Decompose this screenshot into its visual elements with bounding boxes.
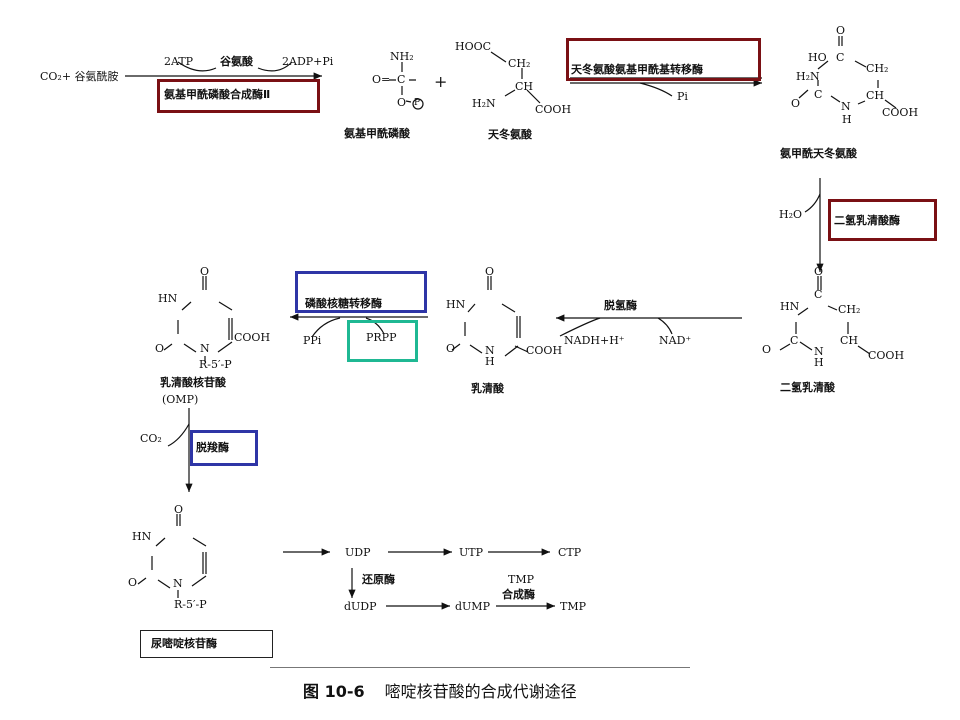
dho-n: N xyxy=(814,345,824,358)
ump-o-top: O xyxy=(174,503,184,516)
dho-c: C xyxy=(790,334,799,347)
step5-ppi: PPi xyxy=(303,334,322,347)
figure-caption: 图 10-6 嘧啶核苷酸的合成代谢途径 xyxy=(303,678,577,702)
tmp-label: TMP xyxy=(560,600,587,613)
enzyme-dehydrogenase: 脱氢酶 xyxy=(604,299,637,312)
ca-ho: HO xyxy=(808,51,827,64)
tmp-synthase-label-top: TMP xyxy=(508,573,535,586)
ca-c: C xyxy=(836,51,845,64)
glutamate-label: 谷氨酸 xyxy=(220,55,253,68)
dho-c-top: C xyxy=(814,288,823,301)
step4-nad: NAD⁺ xyxy=(659,334,692,347)
ump-r: R-5′-P xyxy=(174,598,207,611)
prpp-box xyxy=(347,320,418,362)
ump-hn: HN xyxy=(132,530,152,543)
ca-n: N xyxy=(841,100,851,113)
ca-h2n: H₂N xyxy=(796,70,820,83)
ca-cooh: COOH xyxy=(882,106,919,119)
carbamoyl-aspartate-name: 氨甲酰天冬氨酸 xyxy=(780,147,857,160)
adp-label: 2ADP+Pi xyxy=(282,55,334,68)
asp-hooc: HOOC xyxy=(455,40,492,53)
udp-label: UDP xyxy=(345,546,371,559)
enzyme-cps2: 氨基甲酰磷酸合成酶Ⅱ xyxy=(164,88,271,101)
enzyme-dihydroorotase: 二氢乳清酸酶 xyxy=(834,214,900,227)
asp-ch2: CH₂ xyxy=(508,57,531,70)
omp-o-top: O xyxy=(200,265,210,278)
cp-o: O= xyxy=(372,73,391,86)
step4-nadh: NADH+H⁺ xyxy=(564,334,625,347)
dho-ch: CH xyxy=(840,334,859,347)
asp-ch: CH xyxy=(515,80,534,93)
enzyme-box-cps2 xyxy=(157,79,320,113)
atp-label: 2ATP xyxy=(164,55,194,68)
step5-prpp: PRPP xyxy=(366,331,397,344)
utp-label: UTP xyxy=(459,546,484,559)
dho-o-top: O xyxy=(814,265,824,278)
omp-cooh: COOH xyxy=(234,331,271,344)
ump-name-box xyxy=(140,630,273,658)
asp-cooh: COOH xyxy=(535,103,572,116)
ca-ch2: CH₂ xyxy=(866,62,889,75)
dho-ch2: CH₂ xyxy=(838,303,861,316)
step3-water: H₂O xyxy=(779,208,803,221)
asp-h2n: H₂N xyxy=(472,97,496,110)
enzyme-box-decarboxylase xyxy=(190,430,258,466)
ca-o: O xyxy=(836,24,846,37)
orotate-name: 乳清酸 xyxy=(471,382,504,395)
reductase-label: 还原酶 xyxy=(362,573,395,586)
dho-hn: HN xyxy=(780,300,800,313)
ca-ch: CH xyxy=(866,89,885,102)
figure-title: 嘧啶核苷酸的合成代谢途径 xyxy=(384,682,577,701)
ump-o: O xyxy=(128,576,138,589)
dudp-label: dUDP xyxy=(344,600,377,613)
figure-number: 图 10-6 xyxy=(303,682,365,701)
caption-rule xyxy=(270,667,690,668)
oro-h: H xyxy=(485,355,495,368)
omp-abbr: (OMP) xyxy=(162,393,199,406)
enzyme-decarboxylase: 脱羧酶 xyxy=(196,441,229,454)
enzyme-box-atcase xyxy=(566,38,761,81)
ca-c2: C xyxy=(814,88,823,101)
step2-pi: Pi xyxy=(677,90,688,103)
ump-n: N xyxy=(173,577,183,590)
omp-n: N xyxy=(200,342,210,355)
ctp-label: CTP xyxy=(558,546,582,559)
dho-h: H xyxy=(814,356,824,369)
oro-n: N xyxy=(485,344,495,357)
cp-o2: O xyxy=(397,96,407,109)
oro-o-top: O xyxy=(485,265,495,278)
omp-o: O xyxy=(155,342,165,355)
oro-cooh: COOH xyxy=(526,344,563,357)
cp-phosphate: P xyxy=(414,98,421,108)
enzyme-atcase: 天冬氨酸氨基甲酰基转移酶 xyxy=(571,63,703,76)
oro-o: O xyxy=(446,342,456,355)
carbamoyl-phosphate-name: 氨基甲酰磷酸 xyxy=(344,127,410,140)
omp-r: R-5′-P xyxy=(199,358,232,371)
ca-h: H xyxy=(842,113,852,126)
omp-hn: HN xyxy=(158,292,178,305)
ca-o2: O xyxy=(791,97,801,110)
synthase-label: 合成酶 xyxy=(502,588,535,601)
oro-hn: HN xyxy=(446,298,466,311)
step1-substrates: CO₂+ 谷氨酰胺 xyxy=(40,70,119,83)
step6-co2: CO₂ xyxy=(140,432,162,445)
aspartate-name: 天冬氨酸 xyxy=(488,128,532,141)
cp-c: C xyxy=(397,73,406,86)
cp-nh2: NH₂ xyxy=(390,50,414,63)
enzyme-box-oprt xyxy=(295,271,427,313)
plus-sign: + xyxy=(434,72,448,91)
enzyme-oprt: 磷酸核糖转移酶 xyxy=(305,297,382,310)
dihydroorotate-name: 二氢乳清酸 xyxy=(780,381,835,394)
dho-cooh: COOH xyxy=(868,349,905,362)
dho-o: O xyxy=(762,343,772,356)
enzyme-box-dihydroorotase xyxy=(828,199,937,241)
dump-label: dUMP xyxy=(455,600,490,613)
ump-name: 尿嘧啶核苷酶 xyxy=(151,637,217,650)
omp-name: 乳清酸核苷酸 xyxy=(160,376,226,389)
